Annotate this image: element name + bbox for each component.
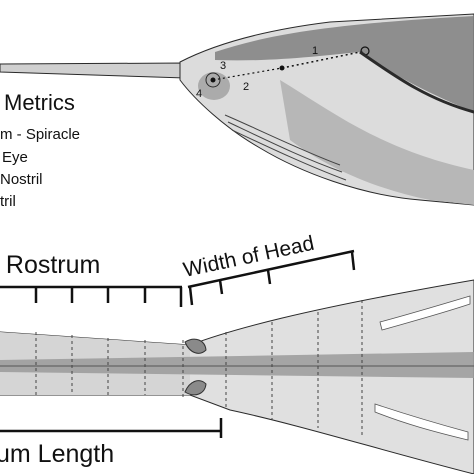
gill-slit bbox=[227, 121, 343, 173]
rostrum-label: f Rostrum bbox=[0, 251, 100, 279]
lateral-head-view: 1 2 3 4 bbox=[0, 13, 474, 206]
marker-3: 3 bbox=[220, 60, 226, 72]
legend-title: Metrics bbox=[4, 90, 75, 115]
gill-slit bbox=[224, 114, 341, 166]
pectoral-fin bbox=[359, 50, 474, 114]
eye-region bbox=[198, 72, 230, 100]
dorsal-body bbox=[0, 279, 474, 474]
marker-4: 4 bbox=[196, 88, 202, 100]
rostrum-ruler bbox=[0, 285, 183, 307]
legend-item-spiracle: m - Spiracle bbox=[0, 126, 80, 143]
pectoral-stripe bbox=[374, 403, 469, 441]
dorsal-midline-stripe bbox=[0, 352, 474, 378]
eye-ring bbox=[205, 72, 221, 88]
nostril-bump bbox=[184, 338, 207, 354]
lateral-dorsal-shading bbox=[215, 16, 474, 112]
lateral-rostrum bbox=[0, 62, 186, 79]
legend-item-tril: tril bbox=[0, 193, 16, 210]
measure-line-1 bbox=[281, 50, 366, 69]
dorsal-gridlines bbox=[35, 300, 363, 438]
marker-1: 1 bbox=[312, 45, 318, 57]
head-width-ruler bbox=[187, 249, 356, 306]
lateral-ventral-shading bbox=[280, 80, 474, 205]
marker-2: 2 bbox=[243, 81, 249, 93]
gill-slit bbox=[231, 129, 347, 181]
rostrum-length-ruler bbox=[0, 418, 223, 438]
nostril-bump bbox=[184, 380, 207, 396]
measure-line-2 bbox=[212, 67, 283, 81]
rostrum-length-label: um Length bbox=[0, 440, 114, 468]
metrics-legend: Metrics m - Spiracle Eye Nostril tril bbox=[0, 90, 80, 210]
pectoral-stripe bbox=[379, 295, 471, 331]
legend-item-nostril: Nostril bbox=[0, 171, 43, 188]
dorsal-view bbox=[0, 279, 474, 474]
legend-item-eye: Eye bbox=[2, 149, 28, 166]
